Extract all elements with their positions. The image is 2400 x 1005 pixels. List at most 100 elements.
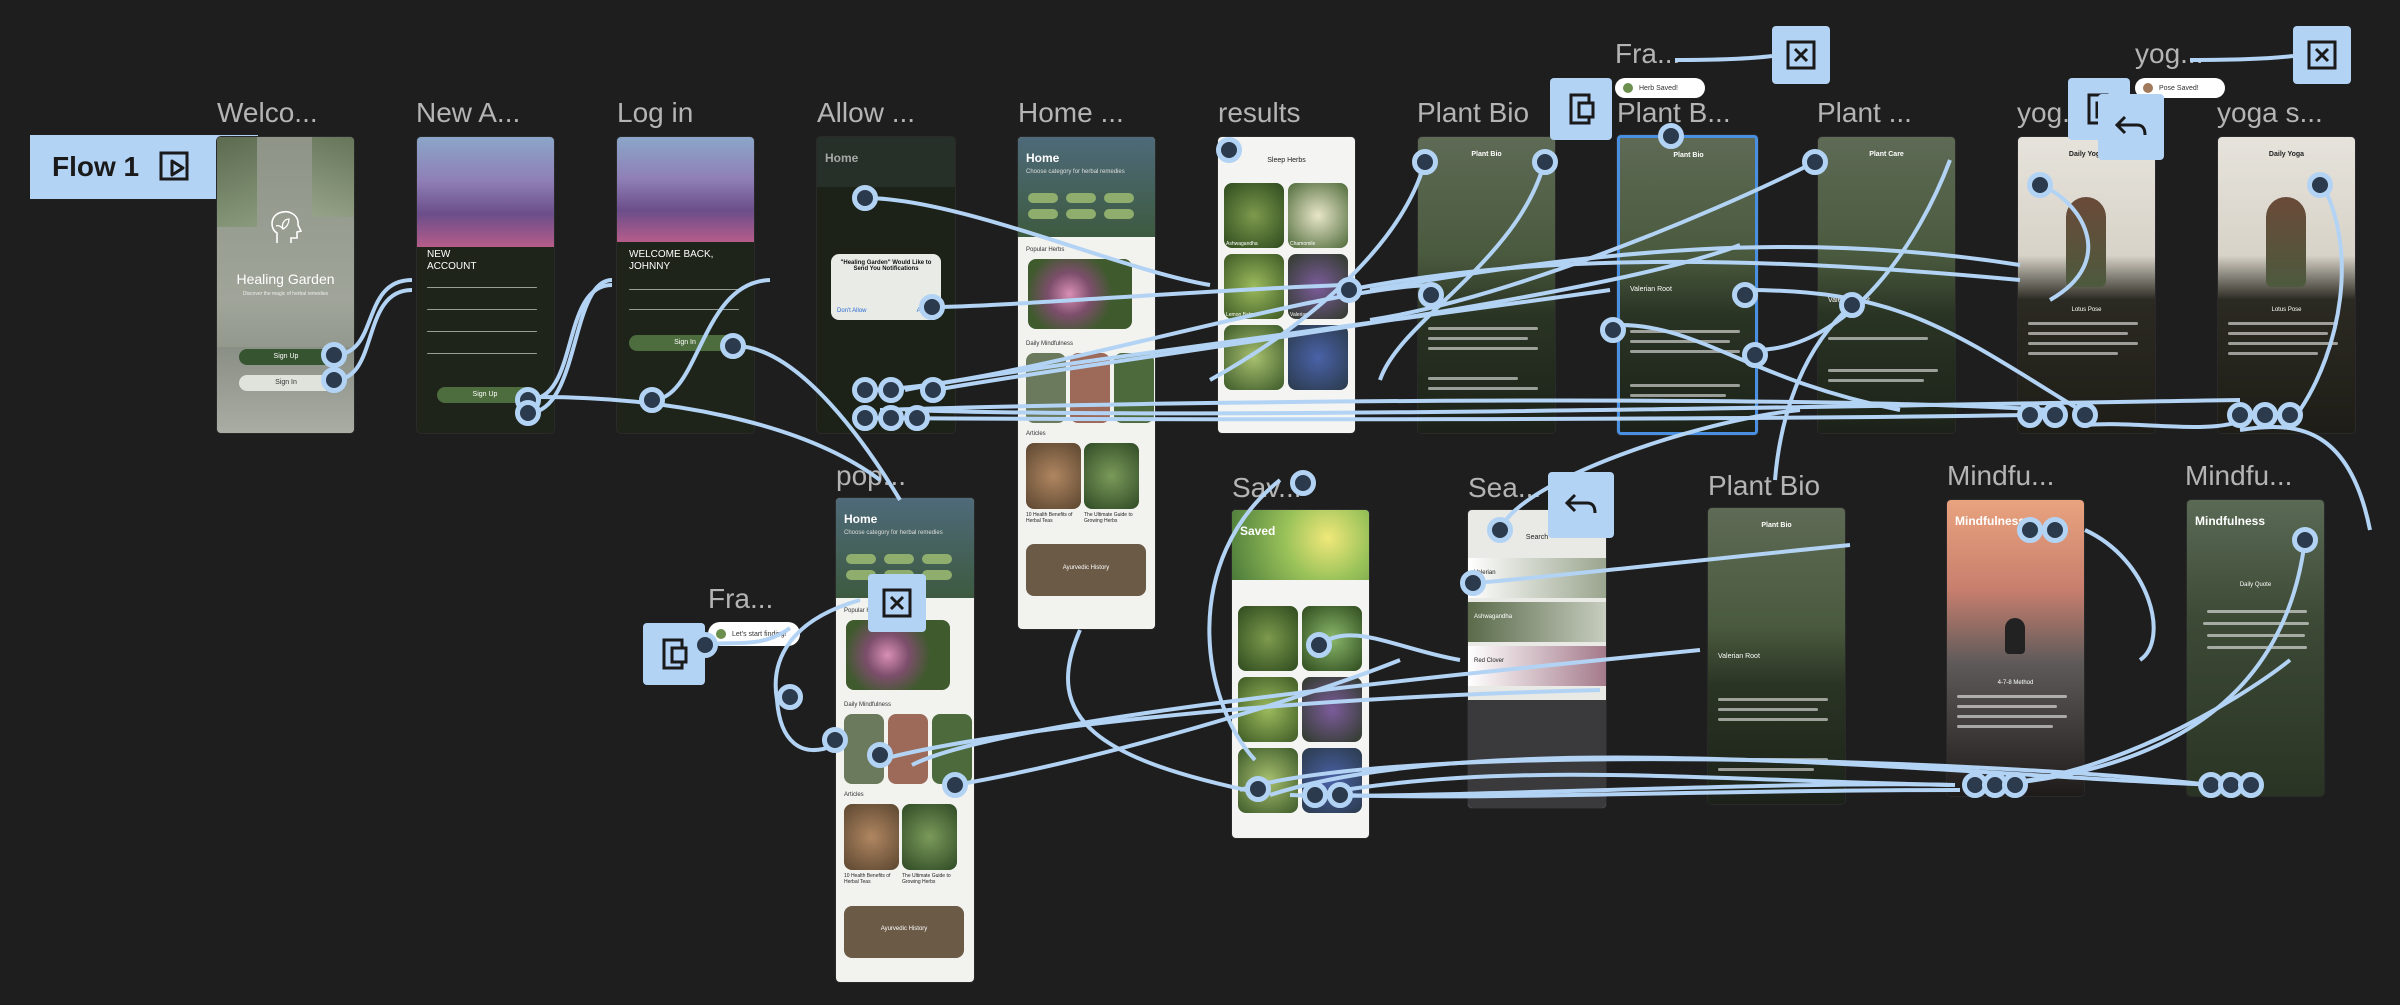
prototype-hotspot-node[interactable]: [2072, 402, 2098, 428]
prototype-hotspot-node[interactable]: [720, 333, 746, 359]
frame-search[interactable]: Search Valerian Ashwagandha Red Clover: [1468, 510, 1606, 808]
prototype-hotspot-node[interactable]: [321, 367, 347, 393]
frame-yoga-2[interactable]: Daily Yoga Lotus Pose: [2218, 137, 2355, 433]
frame-plant-care[interactable]: Plant Care Valerian Root: [1818, 137, 1955, 433]
close-overlay-icon[interactable]: [868, 574, 926, 632]
prototype-hotspot-node[interactable]: [2017, 517, 2043, 543]
prototype-hotspot-node[interactable]: [878, 377, 904, 403]
prototype-hotspot-node[interactable]: [1460, 570, 1486, 596]
prototype-hotspot-node[interactable]: [2307, 172, 2333, 198]
result-item-3[interactable]: Lemon Balm: [1226, 312, 1255, 318]
search-item-3[interactable]: Red Clover: [1474, 658, 1505, 664]
prototype-hotspot-node[interactable]: [1742, 342, 1768, 368]
prototype-hotspot-node[interactable]: [321, 342, 347, 368]
prototype-hotspot-node[interactable]: [777, 684, 803, 710]
frame-title-plant-bio-2[interactable]: Plant B...: [1617, 97, 1731, 128]
frame-title-popup[interactable]: pop...: [836, 460, 907, 491]
prototype-hotspot-node[interactable]: [852, 185, 878, 211]
prototype-hotspot-node[interactable]: [852, 377, 878, 403]
prototype-hotspot-node[interactable]: [867, 742, 893, 768]
open-overlay-icon[interactable]: [1550, 78, 1612, 140]
result-item-1[interactable]: Ashwagandha: [1226, 241, 1258, 247]
frame-title-home[interactable]: Home ...: [1018, 97, 1124, 128]
prototype-hotspot-node[interactable]: [822, 727, 848, 753]
prototype-hotspot-node[interactable]: [2017, 402, 2043, 428]
prototype-hotspot-node[interactable]: [1290, 470, 1316, 496]
frame-title-mindful-1[interactable]: Mindfu...: [1947, 460, 2055, 491]
prototype-hotspot-node[interactable]: [904, 405, 930, 431]
prototype-hotspot-node[interactable]: [2252, 402, 2278, 428]
article-1-title[interactable]: 10 Health Benefits of Herbal Teas: [1026, 512, 1073, 524]
prototype-hotspot-node[interactable]: [2277, 402, 2303, 428]
close-overlay-icon[interactable]: [2293, 26, 2351, 84]
frame-title-search[interactable]: Sea...: [1468, 472, 1542, 503]
frame-results[interactable]: Sleep Herbs Ashwagandha Chamomile Lemon …: [1218, 137, 1355, 433]
prototype-hotspot-node[interactable]: [692, 632, 718, 658]
frame-title-mindful-2[interactable]: Mindfu...: [2185, 460, 2293, 491]
keyboard[interactable]: [1468, 700, 1606, 808]
frame-title-plant-bio-3[interactable]: Plant Bio: [1708, 470, 1821, 501]
frame-home[interactable]: Home Choose category for herbal remedies…: [1018, 137, 1155, 629]
result-item-2[interactable]: Chamomile: [1290, 241, 1316, 247]
back-arrow-icon[interactable]: [1548, 472, 1614, 538]
frame-title-yoga-2[interactable]: yoga s...: [2217, 97, 2323, 128]
prototype-hotspot-node[interactable]: [1306, 632, 1332, 658]
prototype-hotspot-node[interactable]: [1412, 149, 1438, 175]
frame-title-allow[interactable]: Allow ...: [817, 97, 916, 128]
popup-article-1[interactable]: 10 Health Benefits of Herbal Teas: [844, 873, 891, 885]
prototype-hotspot-node[interactable]: [1336, 277, 1362, 303]
overlay-title-fra-1[interactable]: Fra...: [1615, 38, 1681, 69]
prototype-hotspot-node[interactable]: [1487, 517, 1513, 543]
frame-title-plant-bio-1[interactable]: Plant Bio: [1417, 97, 1530, 128]
prototype-hotspot-node[interactable]: [1532, 149, 1558, 175]
prototype-hotspot-node[interactable]: [942, 772, 968, 798]
dont-allow-button[interactable]: Don't Allow: [837, 308, 867, 314]
prototype-hotspot-node[interactable]: [2027, 172, 2053, 198]
prototype-hotspot-node[interactable]: [1418, 282, 1444, 308]
result-item-4[interactable]: Valerian: [1290, 312, 1308, 318]
overlay-title-fra-2[interactable]: Fra...: [708, 583, 774, 614]
search-item-2[interactable]: Ashwagandha: [1474, 614, 1513, 620]
prototype-hotspot-node[interactable]: [1839, 292, 1865, 318]
back-arrow-icon[interactable]: [2098, 94, 2164, 160]
create-account-button[interactable]: Sign Up: [437, 387, 533, 403]
prototype-hotspot-node[interactable]: [515, 400, 541, 426]
frame-mindfulness-1[interactable]: Mindfulness 4-7-8 Method: [1947, 500, 2084, 796]
frame-title-plant-3[interactable]: Plant ...: [1817, 97, 1912, 128]
prototype-hotspot-node[interactable]: [1245, 776, 1271, 802]
frame-title-welcome[interactable]: Welco...: [217, 97, 318, 128]
prototype-hotspot-node[interactable]: [1600, 317, 1626, 343]
prototype-hotspot-node[interactable]: [1216, 137, 1242, 163]
article-2-title[interactable]: The Ultimate Guide to Growing Herbs: [1084, 512, 1133, 524]
prototype-hotspot-node[interactable]: [1302, 782, 1328, 808]
prototype-hotspot-node[interactable]: [2042, 517, 2068, 543]
prototype-hotspot-node[interactable]: [2042, 402, 2068, 428]
prototype-hotspot-node[interactable]: [878, 405, 904, 431]
prototype-hotspot-node[interactable]: [852, 405, 878, 431]
frame-title-new-account[interactable]: New A...: [416, 97, 521, 128]
ayurvedic-history-label[interactable]: Ayurvedic History: [1062, 565, 1110, 571]
prototype-hotspot-node[interactable]: [2238, 772, 2264, 798]
close-overlay-icon[interactable]: [1772, 26, 1830, 84]
prototype-hotspot-node[interactable]: [1732, 282, 1758, 308]
prototype-hotspot-node[interactable]: [2002, 772, 2028, 798]
frame-plant-bio-3[interactable]: Plant Bio Valerian Root: [1708, 508, 1845, 804]
prototype-hotspot-node[interactable]: [2227, 402, 2253, 428]
prototype-hotspot-node[interactable]: [639, 387, 665, 413]
frame-title-results[interactable]: results: [1218, 97, 1301, 128]
frame-login[interactable]: WELCOME BACK, JOHNNY Sign In: [617, 137, 754, 433]
sign-up-button[interactable]: Sign Up: [239, 349, 333, 365]
prototype-hotspot-node[interactable]: [1327, 782, 1353, 808]
frame-popup-home[interactable]: Home Choose category for herbal remedies…: [836, 498, 974, 982]
frame-title-login[interactable]: Log in: [617, 97, 694, 128]
prototype-hotspot-node[interactable]: [919, 294, 945, 320]
popup-article-2[interactable]: The Ultimate Guide to Growing Herbs: [902, 873, 951, 885]
prototype-hotspot-node[interactable]: [2292, 527, 2318, 553]
prototype-hotspot-node[interactable]: [1802, 149, 1828, 175]
popup-ayurvedic-label[interactable]: Ayurvedic History: [880, 926, 928, 932]
overlay-title-yog[interactable]: yog...: [2135, 38, 2204, 69]
prototype-hotspot-node[interactable]: [1658, 123, 1684, 149]
sign-in-button[interactable]: Sign In: [239, 375, 333, 391]
prototype-hotspot-node[interactable]: [920, 377, 946, 403]
